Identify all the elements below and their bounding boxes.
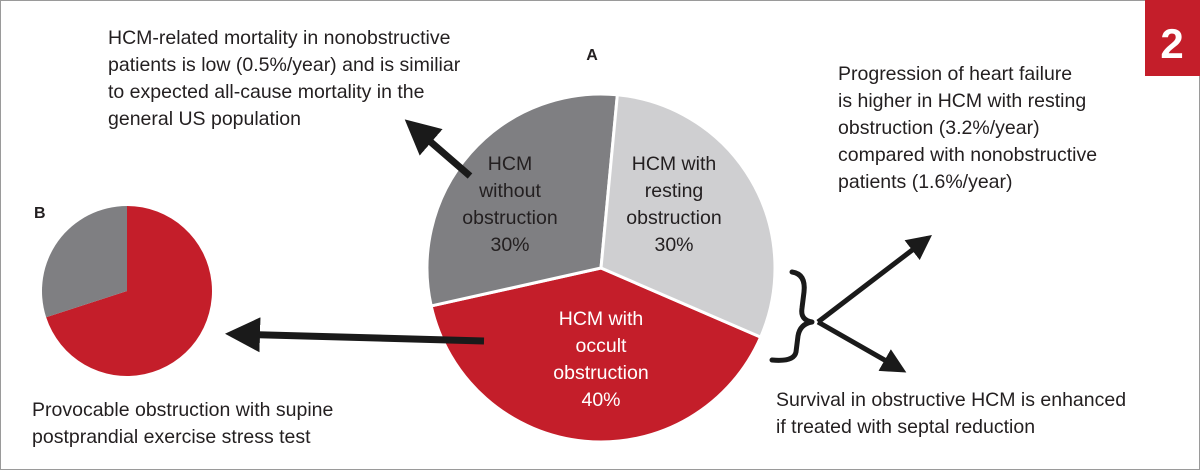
pie-a-slice-resting-label: resting: [645, 180, 704, 202]
note-survival: Survival in obstructive HCM is enhanced …: [776, 389, 1132, 438]
pie-a-slice-resting-percent: 30%: [654, 234, 693, 256]
panel-b-letter: B: [34, 205, 46, 222]
pie-a-slice-resting: [599, 93, 777, 339]
arrow-to-mortality-note: [404, 119, 473, 179]
panel-a-letter: A: [586, 47, 598, 64]
pie-a-slice-without-label: HCM: [488, 153, 532, 175]
pie-a-slice-without-percent: 30%: [490, 234, 529, 256]
pie-a-slice-occult-label: HCM with: [559, 308, 644, 330]
curly-brace: [769, 269, 815, 363]
note-mortality: HCM-related mortality in nonobstructive …: [108, 27, 466, 130]
arrow-to-panel-b: [225, 317, 485, 353]
note-provocable: Provocable obstruction with supine postp…: [32, 399, 339, 448]
pie-a-slice-without-label: obstruction: [462, 207, 557, 229]
pie-chart-a: HCM with occult obstruction 40% HCM without ob…: [425, 92, 777, 444]
note-progression: Progression of heart failure is higher i…: [838, 63, 1102, 193]
pie-a-slice-without: [425, 92, 619, 308]
pie-a-slice-resting-label: obstruction: [626, 207, 721, 229]
pie-chart-b: [41, 206, 212, 376]
figure-number: 2: [1160, 20, 1183, 67]
arrow-to-progression-note: [816, 234, 932, 324]
pie-a-slice-occult: [429, 266, 763, 444]
arrow-to-survival-note: [816, 319, 907, 373]
pie-a-slice-without-label: without: [478, 180, 541, 202]
pie-b-slice-other: [41, 206, 127, 318]
pie-a-slice-occult-label: occult: [576, 335, 628, 357]
pie-a-slice-resting-label: HCM with: [632, 153, 717, 175]
pie-a-slice-occult-percent: 40%: [581, 389, 620, 411]
pie-b-slice-provocable: [46, 206, 212, 376]
pie-a-slice-occult-label: obstruction: [553, 362, 648, 384]
figure-number-badge: [1145, 0, 1200, 76]
